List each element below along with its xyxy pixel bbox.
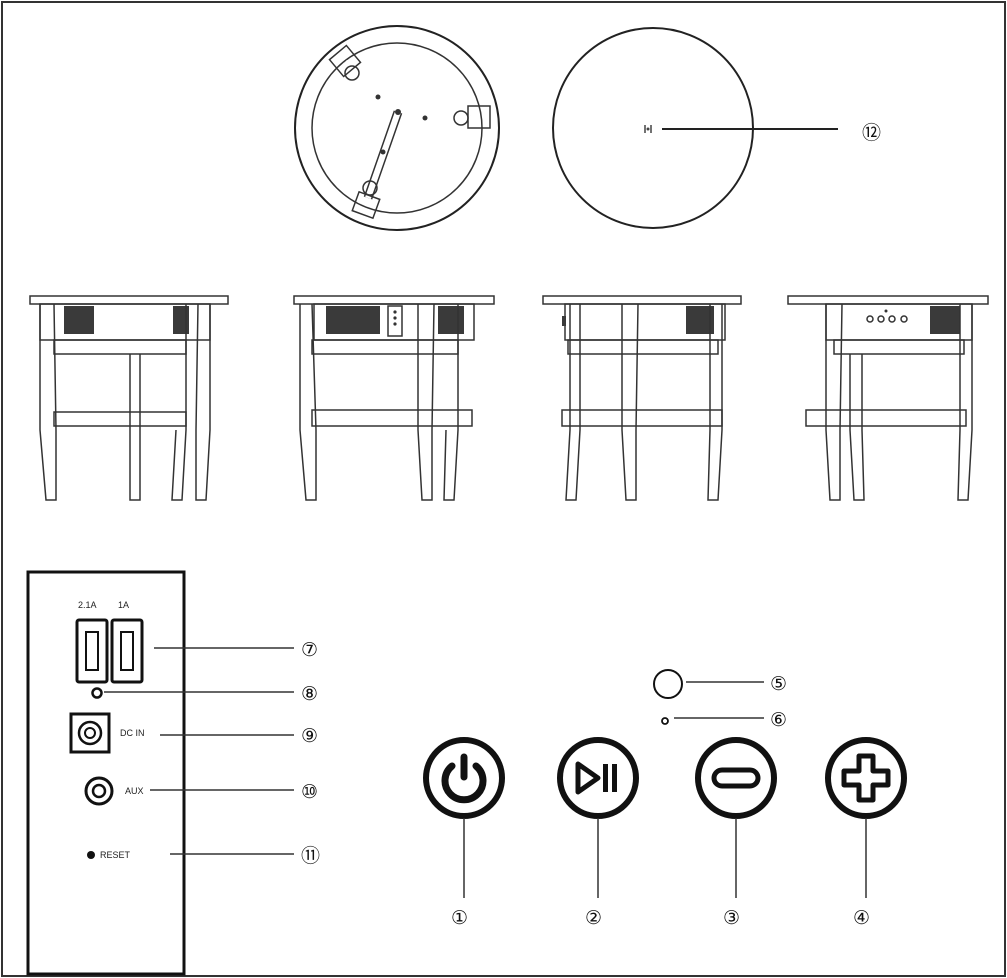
callout-10: ⑩	[301, 781, 318, 803]
power-icon	[441, 753, 487, 804]
usb-port-1	[75, 618, 109, 684]
usb-port-2	[110, 618, 144, 684]
foot-1	[328, 44, 362, 81]
port-callout-lines	[104, 647, 294, 855]
callout-7: ⑦	[301, 639, 318, 661]
callout-1: ①	[451, 907, 468, 929]
callout-2: ②	[585, 907, 602, 929]
control-buttons-mini	[866, 309, 908, 323]
volume-up-button	[825, 737, 907, 819]
usb-label-2a: 2.1A	[78, 600, 97, 610]
reset-hole	[87, 851, 95, 859]
callout-6: ⑥	[770, 709, 787, 731]
indicator-light	[91, 687, 103, 699]
callout-4: ④	[853, 907, 870, 929]
callout-9: ⑨	[301, 725, 318, 747]
callout-3: ③	[723, 907, 740, 929]
top-view	[552, 27, 838, 229]
bottom-view	[294, 25, 500, 231]
volume-down-button	[695, 737, 777, 819]
play-pause-button	[557, 737, 639, 819]
usb-label-1a: 1A	[118, 600, 129, 610]
aux-label: AUX	[125, 786, 144, 796]
ir-sensor	[653, 669, 683, 699]
callout-11: ⑪	[301, 845, 320, 867]
power-button	[423, 737, 505, 819]
callout-5: ⑤	[770, 673, 787, 695]
plus-icon	[841, 753, 891, 803]
aux-port	[84, 776, 114, 806]
button-callout-lines	[463, 818, 867, 898]
foot-2	[453, 105, 491, 129]
dc-in-label: DC IN	[120, 728, 145, 738]
wireless-charging-icon	[644, 125, 652, 133]
back-view	[542, 295, 742, 501]
left-view	[787, 295, 989, 501]
play-pause-icon	[575, 761, 617, 795]
callout-12: ⑫	[862, 122, 881, 144]
reset-label: RESET	[100, 850, 131, 860]
front-view	[29, 295, 229, 501]
right-view	[293, 295, 495, 501]
led-indicator	[661, 717, 669, 725]
minus-icon	[711, 767, 761, 789]
callout-8: ⑧	[301, 683, 318, 705]
dc-in-port	[69, 712, 111, 754]
port-panel: 2.1A 1A DC IN AUX RESET	[26, 570, 186, 976]
foot-3	[351, 180, 381, 220]
